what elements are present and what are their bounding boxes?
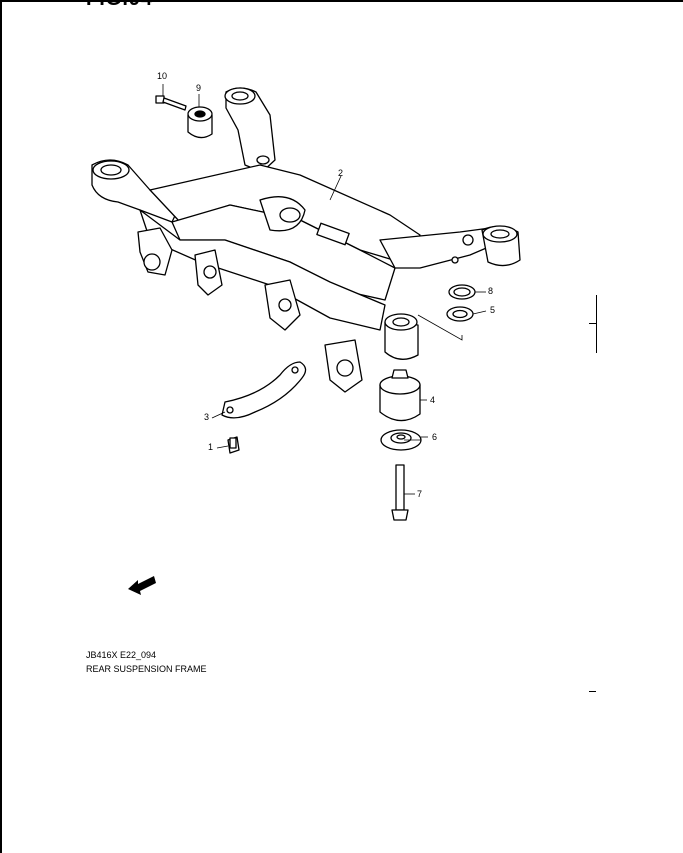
fwd-arrow-icon [128, 576, 156, 595]
callout-8: 8 [488, 286, 494, 296]
figure-code: JB416X E22_094 [86, 650, 157, 660]
left-brackets [137, 227, 363, 393]
left-front-mount [91, 159, 181, 223]
callout-4: 4 [430, 395, 436, 405]
part-9-bushing [187, 106, 213, 139]
callout-6: 6 [432, 432, 438, 442]
margin-tick [589, 323, 597, 324]
rear-top-mount [224, 87, 276, 173]
callout-9: 9 [196, 83, 202, 93]
part-7-long-bolt [391, 464, 409, 521]
figure-name: REAR SUSPENSION FRAME [86, 664, 207, 674]
callout-3: 3 [204, 412, 210, 422]
callout-2: 2 [338, 168, 344, 178]
part-8-ring [448, 284, 476, 300]
frame-cross-member [139, 164, 421, 331]
rear-frame-bushing [384, 313, 419, 360]
part-5-stopper [446, 306, 474, 322]
part-4-mount [379, 369, 421, 422]
part-1-bolt [227, 436, 240, 454]
right-side-mount [379, 225, 521, 269]
leader-lines [162, 84, 487, 495]
margin-bar [596, 295, 597, 353]
margin-dash [589, 691, 596, 692]
callout-7: 7 [417, 489, 423, 499]
figure-title: FIG.94 [86, 0, 153, 11]
callout-10: 10 [157, 71, 168, 81]
part-6-washer [380, 429, 422, 451]
part-3-bracket [221, 361, 307, 419]
callout-1: 1 [208, 442, 214, 452]
part-10-bolt [155, 95, 187, 111]
callout-5: 5 [490, 305, 496, 315]
